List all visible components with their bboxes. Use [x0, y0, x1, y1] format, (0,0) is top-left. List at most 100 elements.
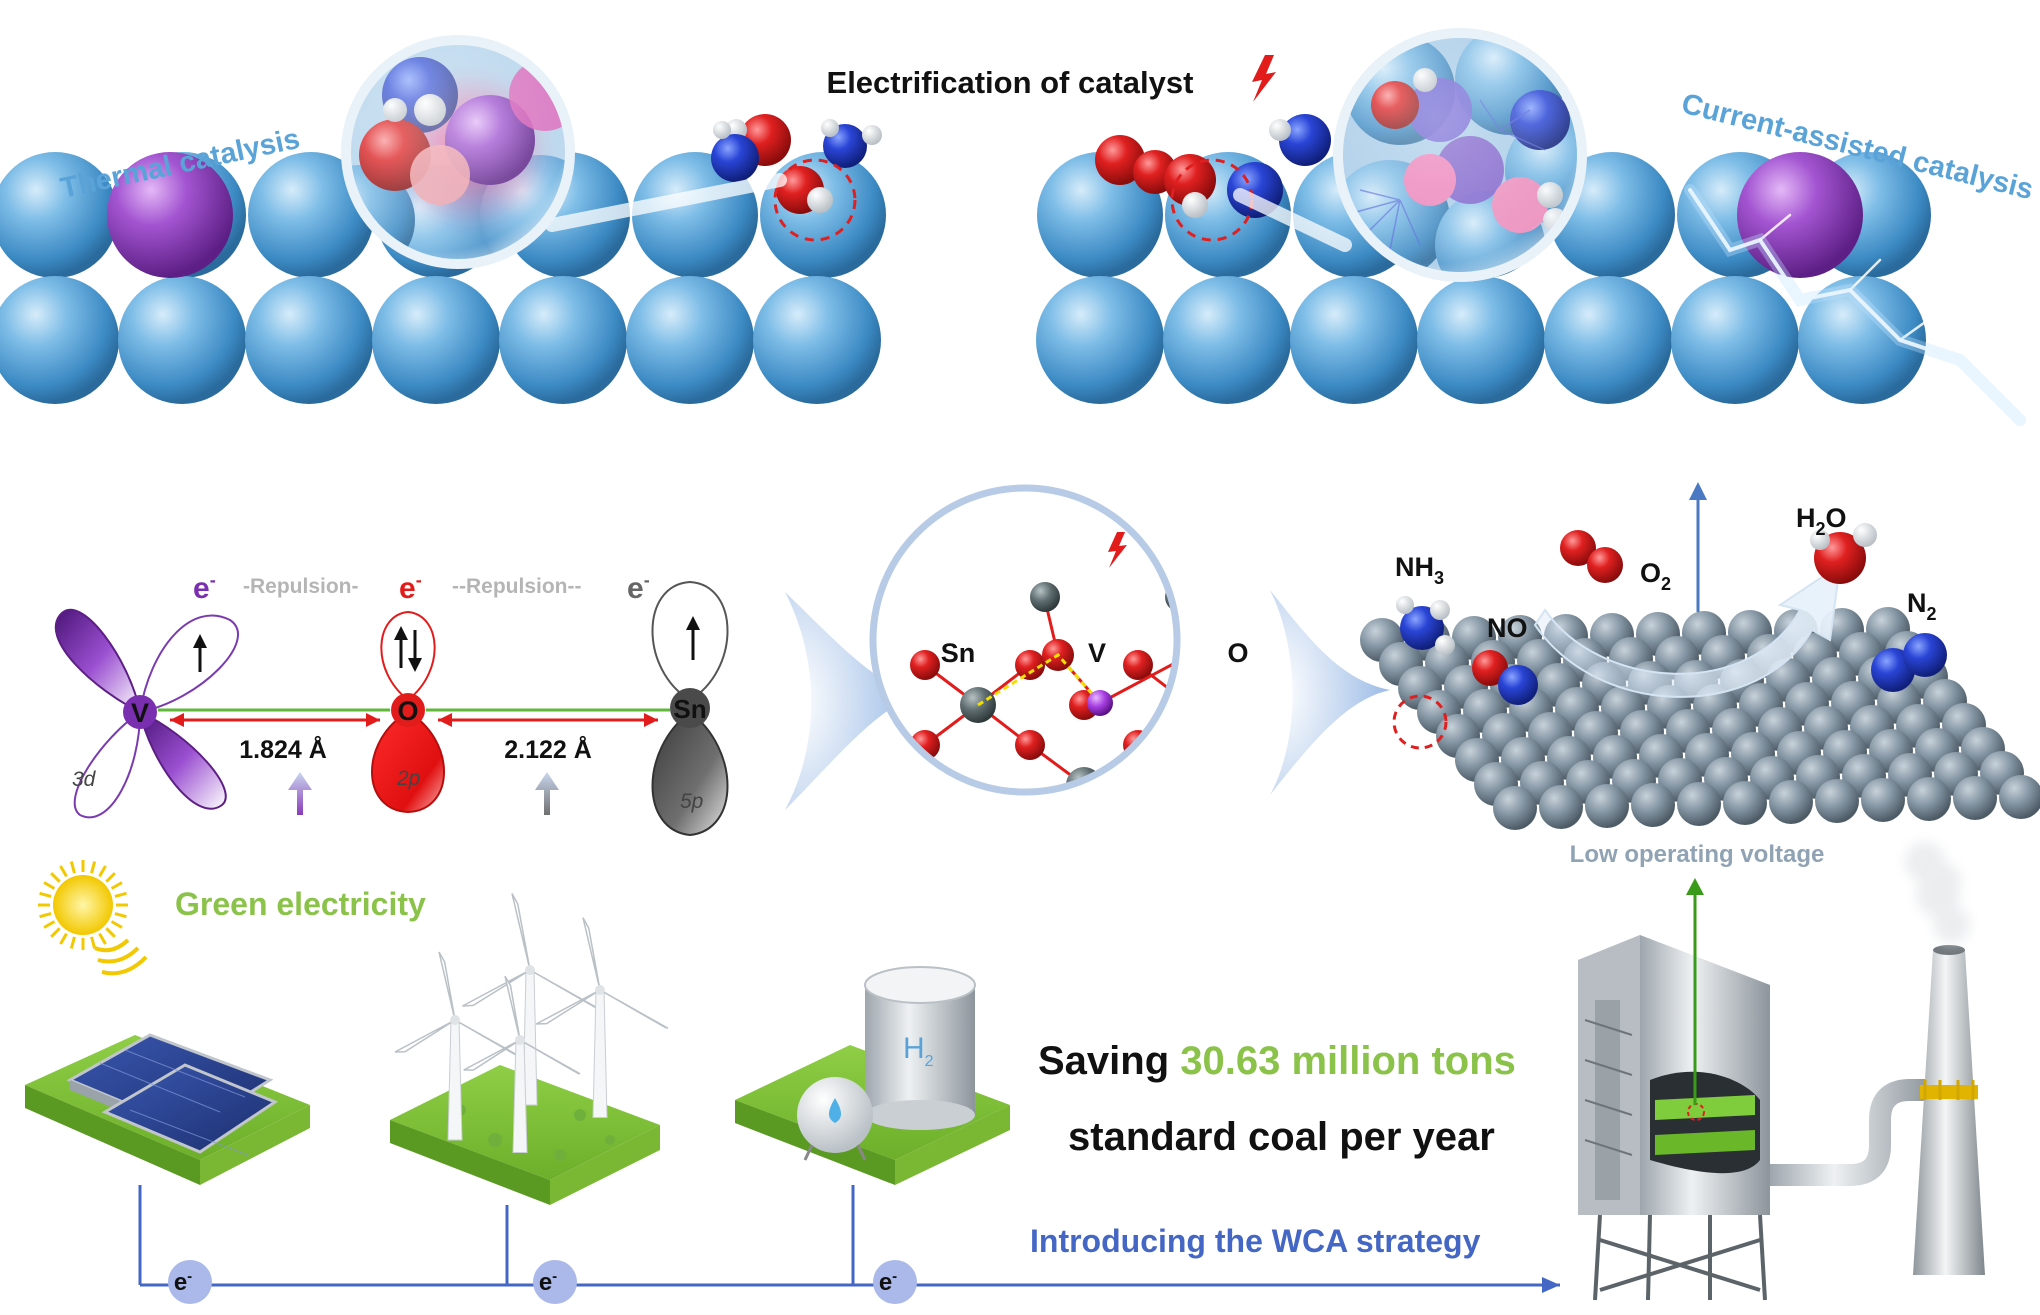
oxygen-atom: [910, 650, 940, 680]
surface-atom: [372, 276, 500, 404]
low-voltage-label: Low operating voltage: [1570, 841, 1825, 868]
oxygen-atom: [1015, 730, 1045, 760]
oxygen-atom: [910, 810, 940, 840]
magnifier-current-assisted: [1333, 28, 1587, 282]
wind-turbine: [463, 975, 581, 1153]
wind-turbine: [535, 917, 669, 1118]
lattice-label-sn: Sn: [941, 638, 976, 668]
species-n2: N2: [1907, 588, 1937, 624]
surface-atom: [760, 152, 886, 278]
banner-title: Electrification of catalyst: [827, 65, 1194, 100]
tank-label-h2: H2: [903, 1032, 934, 1070]
v-3d-lobe-upper-left: [54, 608, 142, 714]
surface-atom: [0, 276, 119, 404]
orbital-label-3d: 3d: [72, 768, 97, 791]
zoom-cone-right: [1270, 590, 1390, 795]
oxygen-atom: [910, 890, 940, 920]
surface-atom: [1290, 276, 1418, 404]
surface-atom: [1036, 276, 1164, 404]
slab-atom: [1723, 781, 1767, 825]
electron-label-sn: e-: [627, 570, 650, 605]
wind-farm: [390, 893, 669, 1205]
slab-atom: [1585, 784, 1629, 828]
oxygen-atom: [1015, 650, 1045, 680]
v-3d-lobe-upper-right: [138, 614, 239, 714]
vanadium-atom: [107, 152, 233, 278]
zoom-cone-left: [785, 592, 915, 810]
chimney: [1905, 842, 1985, 1275]
bond-length-o-sn: 2.122 Å: [504, 735, 592, 764]
surface-atom: [499, 276, 627, 404]
v-3d-lobe-lower-right: [138, 710, 227, 810]
orbital-label-2p: 2p: [396, 767, 420, 790]
species-h2o: H2O: [1796, 503, 1847, 539]
slab-atom: [1677, 782, 1721, 826]
surface-atom: [245, 276, 373, 404]
surface-atom: [1417, 276, 1545, 404]
electron-node: e-: [168, 1260, 212, 1304]
surface-atom: [1671, 276, 1799, 404]
sun-icon: [38, 860, 148, 976]
tin-atom: [873, 767, 890, 792]
slab-atom: [1769, 780, 1813, 824]
slab-atom: [1999, 775, 2040, 819]
conversion-arrow: [1533, 562, 1842, 698]
surface-atom: [626, 276, 754, 404]
electron-node-label: e-: [539, 1268, 557, 1296]
o-2p-lobe-upper: [380, 610, 436, 702]
adsorption-site-marker: [773, 158, 857, 242]
slab-atom: [1631, 783, 1675, 827]
wind-turbine: [462, 893, 603, 1106]
surface-atom: [248, 152, 374, 278]
electron-transfer-arrow: [535, 772, 559, 815]
oxygen-atom: [1015, 810, 1045, 840]
slab-atom: [1539, 785, 1583, 829]
tin-atom: [1030, 582, 1060, 612]
slab-atom: [1907, 777, 1951, 821]
atom-label-sn: Sn: [673, 694, 706, 724]
lattice-label-o: O: [1227, 638, 1248, 668]
lightning-icon: [1108, 532, 1127, 568]
flue-duct: [1770, 1079, 1930, 1186]
oxygen-atom: [1123, 890, 1153, 920]
electron-node-label: e-: [174, 1268, 192, 1296]
surface-atom: [1798, 276, 1926, 404]
surface-atom: [753, 276, 881, 404]
electron-label-v: e-: [193, 570, 216, 605]
scr-reactor: [1578, 878, 1770, 1301]
orbital-diagram: V 3d O 2p Sn 5p 1.824 Å 2.122 Å: [54, 570, 729, 837]
wind-turbine: [394, 951, 520, 1141]
v-3d-lobe-lower-left: [73, 710, 142, 819]
slab-atom: [1953, 776, 1997, 820]
surface-atom: [0, 152, 118, 278]
slab-atom: [1861, 778, 1905, 822]
electron-node: e-: [873, 1260, 917, 1304]
oxygen-atom: [1225, 730, 1255, 760]
hydrogen-storage: H2: [735, 966, 1010, 1185]
surface-atom: [1544, 276, 1672, 404]
o-2p-lobe-lower: [371, 710, 445, 814]
sn-5p-lobe-lower: [651, 710, 729, 837]
orbital-label-5p: 5p: [680, 790, 703, 813]
power-bus: [138, 1185, 1560, 1287]
species-o2: O2: [1640, 558, 1671, 594]
species-no: NO: [1487, 613, 1528, 643]
adsorbate-molecules-right: [1095, 114, 1331, 242]
tin-atom: [960, 847, 996, 883]
species-nh3: NH3: [1395, 552, 1444, 588]
repulsion-label-left: -Repulsion-: [243, 575, 359, 598]
tin-atom: [1172, 687, 1177, 723]
oxygen-atom: [1225, 890, 1255, 920]
atom-label-o: O: [397, 696, 418, 726]
saving-line-2: standard coal per year: [1068, 1115, 1495, 1159]
atom-label-v: V: [131, 698, 149, 728]
repulsion-label-right: --Repulsion--: [452, 575, 581, 598]
surface-atom: [1037, 152, 1163, 278]
bond-length-v-o: 1.824 Å: [239, 735, 327, 764]
adsorbate-molecules-left: [711, 114, 882, 242]
lightning-icon: [1252, 55, 1276, 102]
reaction-molecules: [1392, 523, 1947, 750]
electron-transfer-arrow: [288, 772, 312, 815]
slab-atom: [1815, 779, 1859, 823]
